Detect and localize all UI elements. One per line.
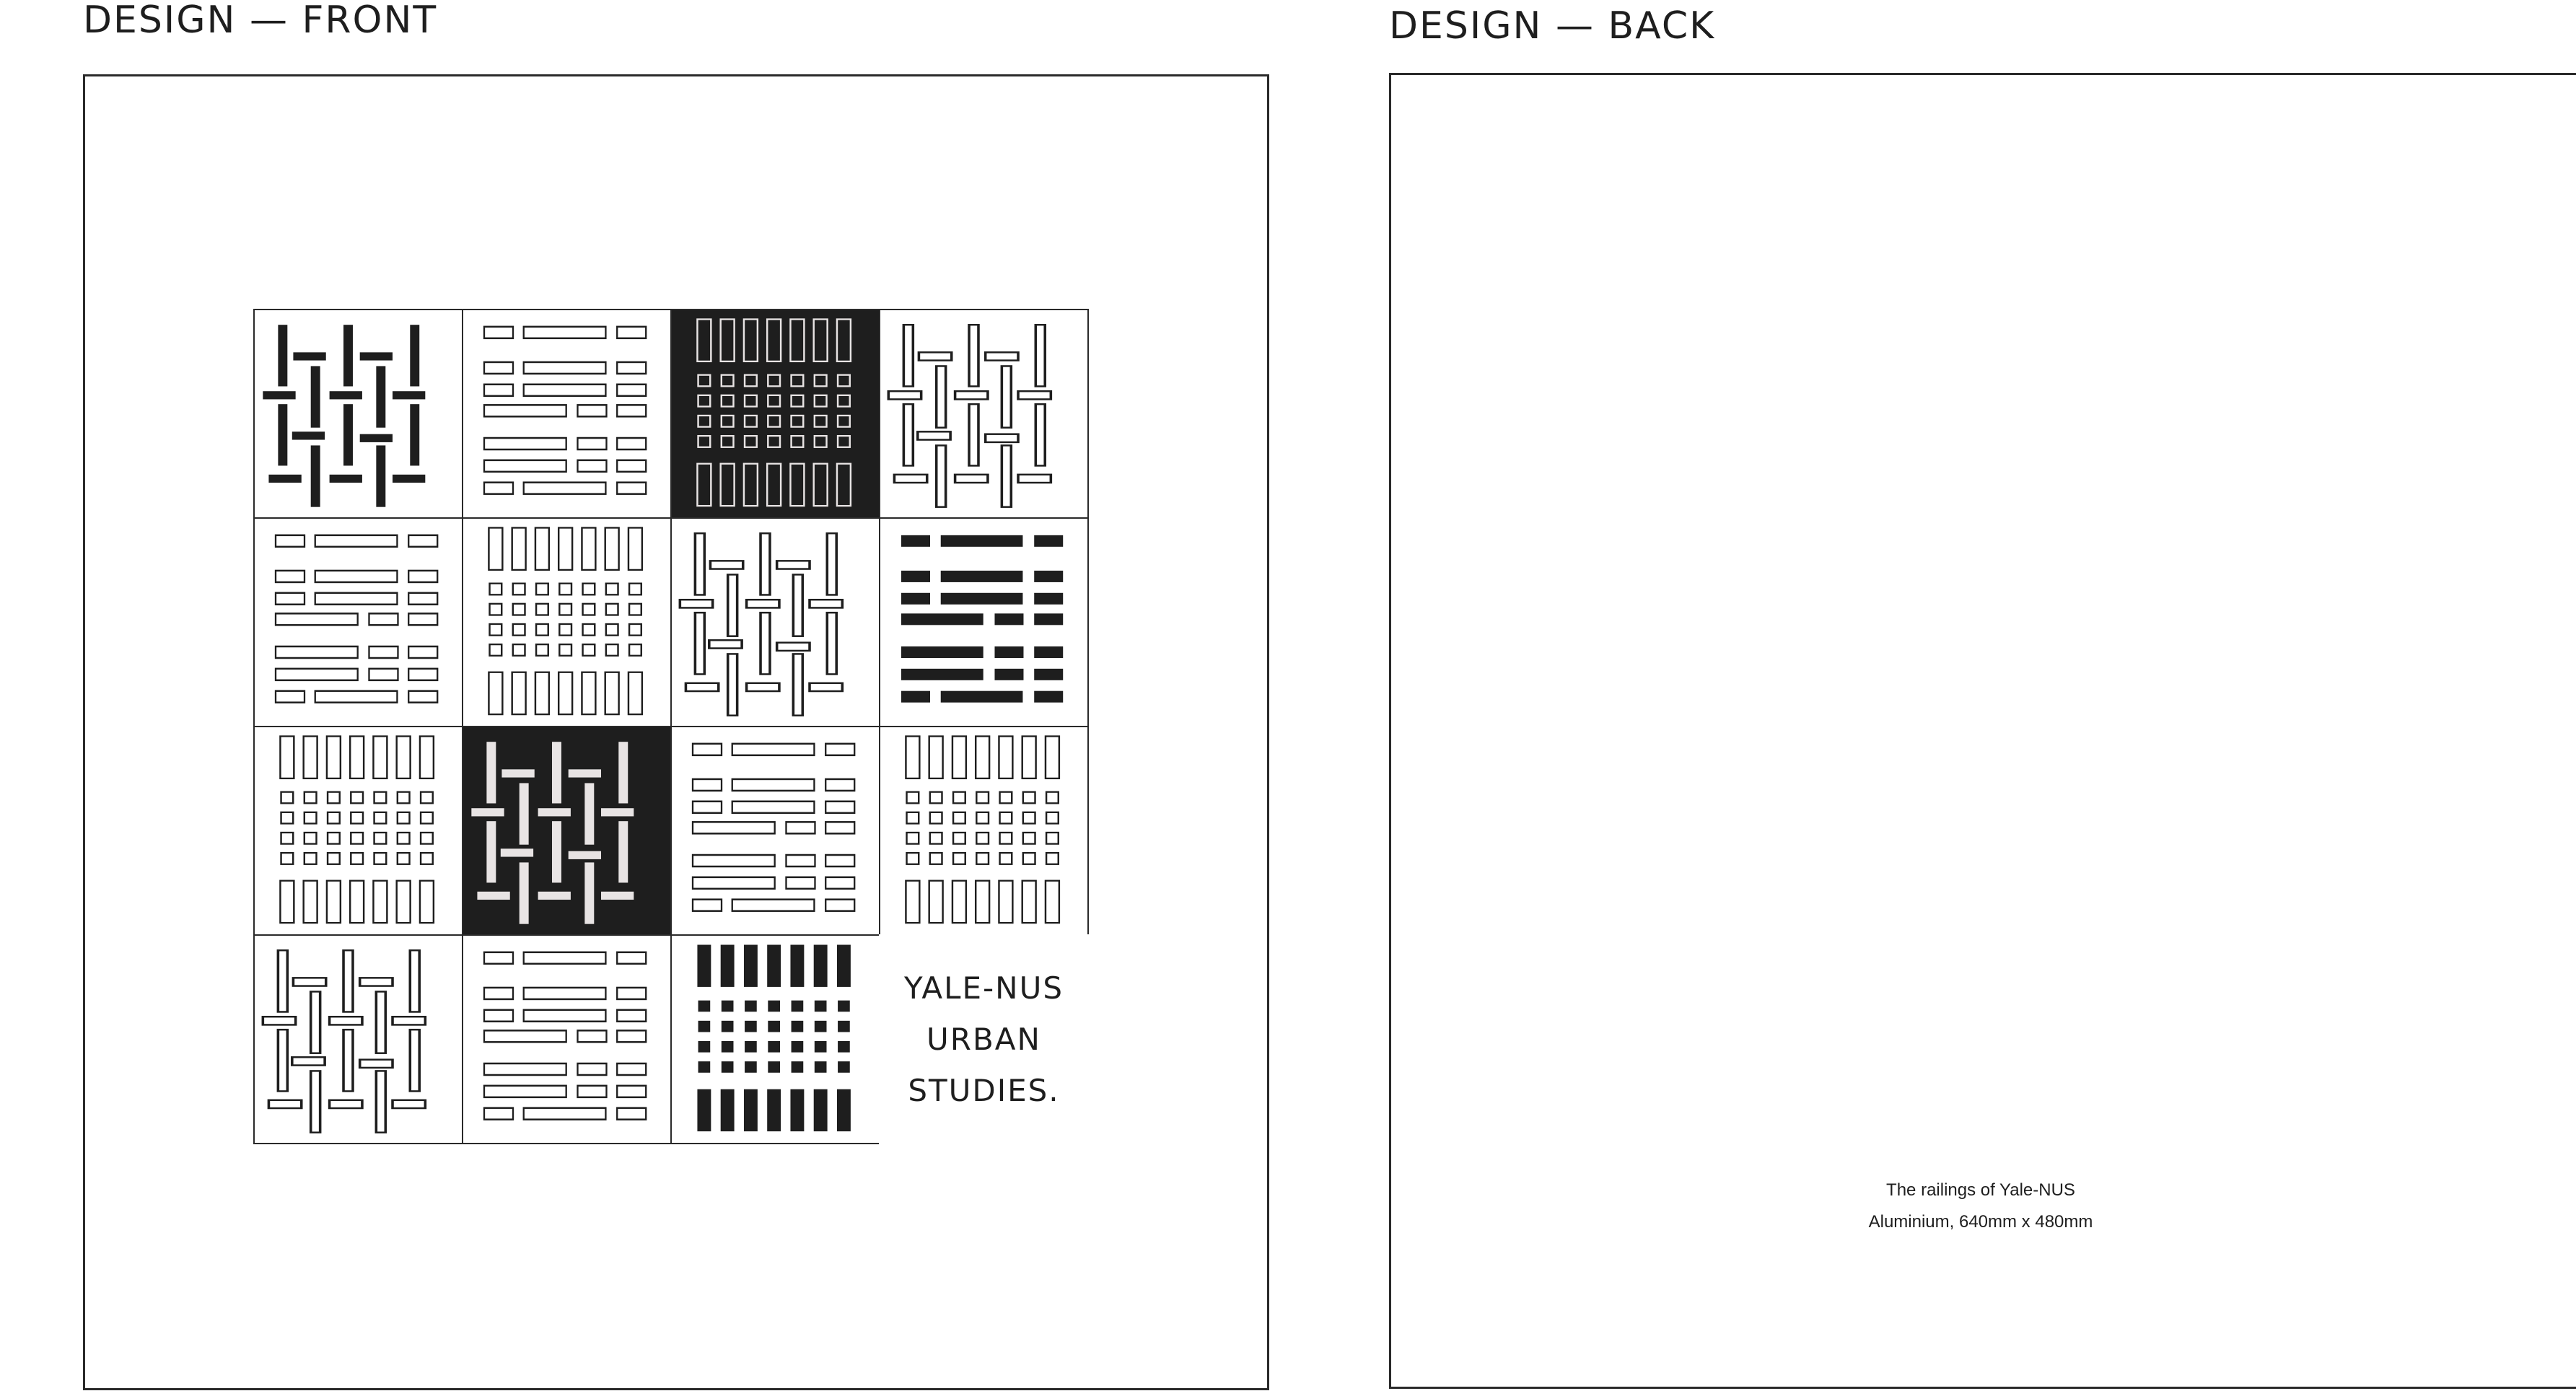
grid-pattern-icon	[905, 735, 1061, 924]
bars-pattern-icon	[691, 742, 856, 912]
caption-material: Aluminium, 640mm x 480mm	[1868, 1212, 2093, 1232]
weave-pattern-icon	[887, 323, 1053, 508]
caption-title: The railings of Yale-NUS	[1886, 1180, 2075, 1200]
pattern-tile-bars	[879, 517, 1089, 727]
pattern-tile-grid	[670, 934, 880, 1144]
brand-line: STUDIES.	[908, 1073, 1060, 1108]
back-title: DESIGN — BACK	[1389, 4, 1716, 48]
weave-pattern-icon	[471, 742, 634, 924]
brand-line: URBAN	[926, 1022, 1041, 1057]
pattern-tile-weave	[879, 309, 1089, 519]
brand-tile: YALE-NUS URBAN STUDIES.	[879, 934, 1089, 1144]
grid-pattern-icon	[488, 527, 644, 716]
bars-pattern-icon	[901, 535, 1064, 703]
brand-line: YALE-NUS	[903, 970, 1064, 1006]
grid-pattern-icon	[279, 735, 435, 924]
grid-pattern-icon	[696, 318, 852, 507]
pattern-tile-weave	[462, 726, 672, 936]
pattern-tile-bars	[253, 517, 463, 727]
pattern-tile-grid	[670, 309, 880, 519]
brand-wordmark: YALE-NUS URBAN STUDIES.	[879, 934, 1089, 1144]
bars-pattern-icon	[483, 325, 647, 495]
weave-pattern-icon	[678, 532, 844, 716]
pattern-tile-weave	[670, 517, 880, 727]
pattern-tile-bars	[462, 934, 672, 1144]
back-panel	[1389, 73, 2576, 1389]
weave-pattern-icon	[263, 325, 426, 507]
pattern-tile-weave	[253, 309, 463, 519]
pattern-tile-grid	[253, 726, 463, 936]
grid-pattern-icon	[697, 944, 851, 1132]
weave-pattern-icon	[261, 949, 427, 1133]
pattern-tile-bars	[462, 309, 672, 519]
pattern-tile-weave	[253, 934, 463, 1144]
pattern-tile-grid	[462, 517, 672, 727]
front-title: DESIGN — FRONT	[83, 0, 438, 42]
bars-pattern-icon	[483, 951, 647, 1120]
back-caption: The railings of Yale-NUS Aluminium, 640m…	[1862, 1175, 2100, 1238]
pattern-tile-bars	[670, 726, 880, 936]
pattern-tile-grid	[879, 726, 1089, 936]
railing-pattern-grid: YALE-NUS URBAN STUDIES.	[253, 309, 1089, 1144]
bars-pattern-icon	[274, 534, 439, 703]
